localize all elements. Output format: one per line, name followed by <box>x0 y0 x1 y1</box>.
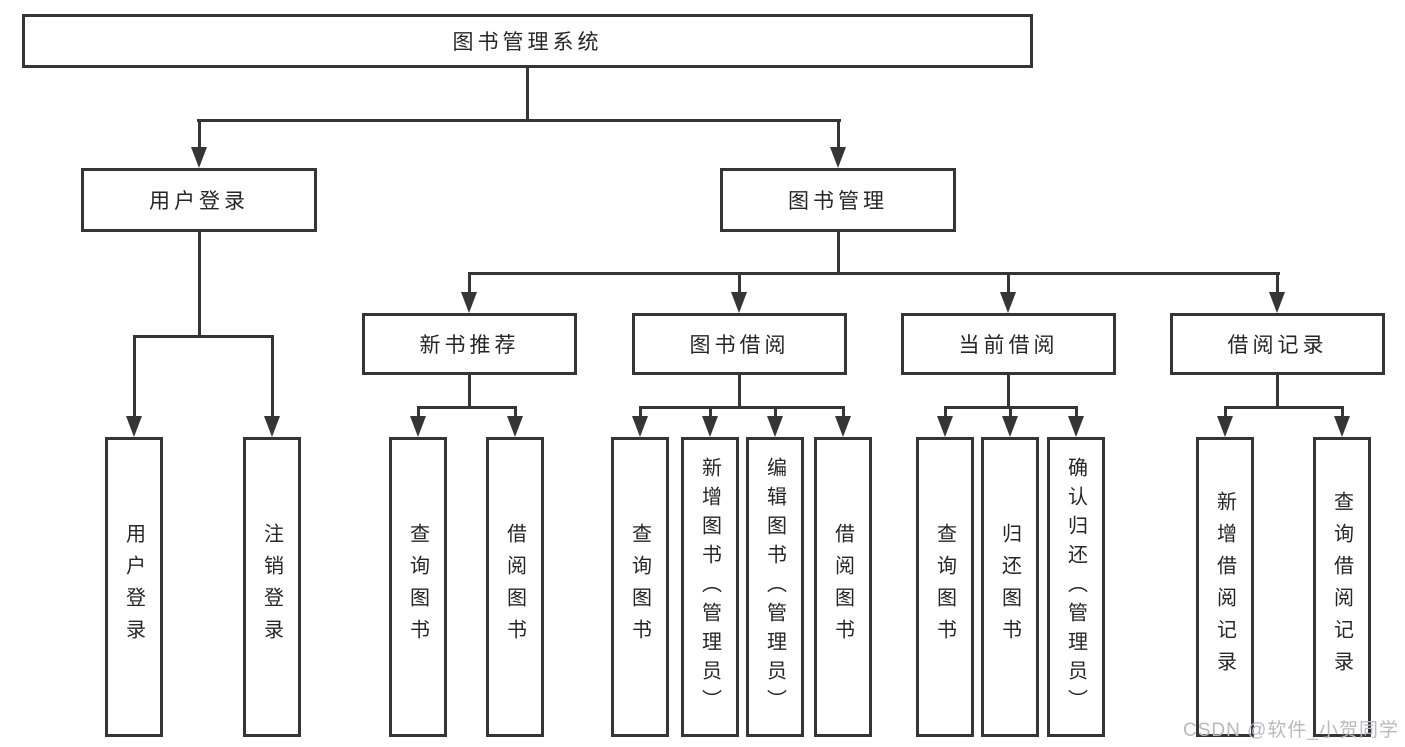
connector-line <box>417 406 517 409</box>
connector-line <box>198 119 201 151</box>
connector-line <box>514 406 517 420</box>
connector-line <box>639 406 845 409</box>
node-book-borrow: 图书借阅 <box>632 313 847 375</box>
leaf-query-borrow-record-label: 查询借阅记录 <box>1330 491 1353 683</box>
connector-line <box>468 375 471 406</box>
connector-arrow <box>1068 416 1084 437</box>
connector-line <box>738 375 741 406</box>
connector-line <box>1276 375 1279 406</box>
leaf-add-borrow-record: 新增借阅记录 <box>1196 437 1254 737</box>
node-borrow-records: 借阅记录 <box>1170 313 1385 375</box>
leaf-user-login: 用户登录 <box>105 437 163 737</box>
connector-line <box>1341 406 1344 420</box>
leaf-borrow-books-label: 借阅图书 <box>831 523 854 651</box>
connector-arrow <box>731 292 747 313</box>
connector-line <box>271 335 274 420</box>
node-current-borrow: 当前借阅 <box>901 313 1116 375</box>
connector-line <box>837 119 840 151</box>
leaf-borrow-books-recommend: 借阅图书 <box>486 437 544 737</box>
connector-line <box>526 68 529 119</box>
connector-arrow <box>835 416 851 437</box>
connector-line <box>1007 272 1010 296</box>
connector-arrow <box>126 416 142 437</box>
leaf-user-login-label: 用户登录 <box>122 523 145 651</box>
connector-line <box>842 406 845 420</box>
node-user-login: 用户登录 <box>81 168 317 232</box>
connector-arrow <box>1334 416 1350 437</box>
connector-arrow <box>1269 292 1285 313</box>
connector-line <box>133 335 136 420</box>
leaf-edit-books-admin-label: 编辑图书（管理员） <box>763 456 786 718</box>
node-root-label: 图书管理系统 <box>452 31 603 54</box>
connector-arrow <box>702 416 718 437</box>
connector-line <box>1224 406 1227 420</box>
connector-arrow <box>507 416 523 437</box>
connector-line <box>944 406 947 420</box>
leaf-logout-label: 注销登录 <box>260 523 283 651</box>
node-current-borrow-label: 当前借阅 <box>958 334 1059 357</box>
leaf-confirm-return-admin: 确认归还（管理员） <box>1047 437 1105 737</box>
leaf-query-books-borrow: 查询图书 <box>611 437 669 737</box>
leaf-add-borrow-record-label: 新增借阅记录 <box>1213 491 1236 683</box>
node-book-borrow-label: 图书借阅 <box>689 334 790 357</box>
leaf-edit-books-admin: 编辑图书（管理员） <box>746 437 804 737</box>
node-new-book-recommend: 新书推荐 <box>362 313 577 375</box>
node-book-management-label: 图书管理 <box>788 190 888 213</box>
leaf-confirm-return-admin-label: 确认归还（管理员） <box>1064 456 1087 718</box>
leaf-query-books-borrow-label: 查询图书 <box>628 523 651 651</box>
connector-line <box>774 406 777 420</box>
connector-arrow <box>191 147 207 168</box>
csdn-watermark: CSDN @软件_小贺同学 <box>1183 720 1399 741</box>
leaf-add-books-admin: 新增图书（管理员） <box>681 437 739 737</box>
connector-line <box>468 272 471 296</box>
connector-arrow <box>937 416 953 437</box>
connector-line <box>1007 375 1010 406</box>
connector-line <box>709 406 712 420</box>
connector-arrow <box>264 416 280 437</box>
leaf-query-borrow-record: 查询借阅记录 <box>1313 437 1371 737</box>
leaf-borrow-books-recommend-label: 借阅图书 <box>503 523 526 651</box>
connector-line <box>1009 406 1012 420</box>
connector-line <box>1224 406 1344 409</box>
connector-line <box>417 406 420 420</box>
connector-line <box>837 232 840 272</box>
node-root: 图书管理系统 <box>22 14 1033 68</box>
connector-line <box>1075 406 1078 420</box>
leaf-query-books-current-label: 查询图书 <box>933 523 956 651</box>
connector-line <box>738 272 741 296</box>
connector-arrow <box>1002 416 1018 437</box>
leaf-return-books-label: 归还图书 <box>998 523 1021 651</box>
leaf-borrow-books: 借阅图书 <box>814 437 872 737</box>
connector-arrow <box>1217 416 1233 437</box>
leaf-query-books-recommend: 查询图书 <box>389 437 447 737</box>
node-book-management: 图书管理 <box>720 168 956 232</box>
leaf-query-books-recommend-label: 查询图书 <box>406 523 429 651</box>
node-new-book-recommend-label: 新书推荐 <box>419 334 520 357</box>
connector-line <box>639 406 642 420</box>
connector-arrow <box>632 416 648 437</box>
connector-line <box>468 272 1280 275</box>
connector-line <box>198 232 201 335</box>
connector-arrow <box>830 147 846 168</box>
leaf-logout: 注销登录 <box>243 437 301 737</box>
connector-line <box>133 335 274 338</box>
connector-arrow <box>461 292 477 313</box>
node-borrow-records-label: 借阅记录 <box>1227 334 1328 357</box>
leaf-return-books: 归还图书 <box>981 437 1039 737</box>
connector-arrow <box>1000 292 1016 313</box>
connector-line <box>197 119 841 122</box>
connector-line <box>1276 272 1279 296</box>
connector-arrow <box>767 416 783 437</box>
leaf-add-books-admin-label: 新增图书（管理员） <box>698 456 721 718</box>
connector-arrow <box>410 416 426 437</box>
node-user-login-label: 用户登录 <box>149 190 249 213</box>
leaf-query-books-current: 查询图书 <box>916 437 974 737</box>
